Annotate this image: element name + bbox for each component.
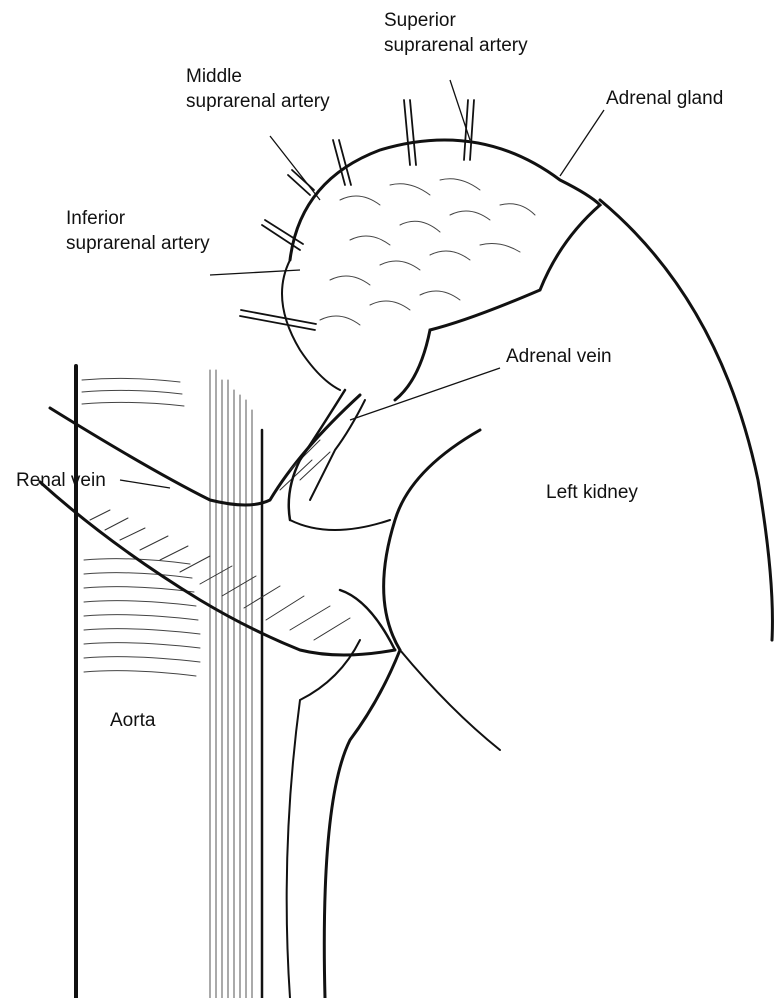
label-adrenal-vein: Adrenal vein [506, 344, 612, 369]
label-superior-suprarenal-artery: Superior suprarenal artery [384, 8, 528, 58]
label-middle-suprarenal-artery: Middle suprarenal artery [186, 64, 330, 114]
label-renal-vein: Renal vein [16, 468, 106, 493]
label-left-kidney: Left kidney [546, 480, 638, 505]
label-aorta: Aorta [110, 708, 155, 733]
label-inferior-suprarenal-artery: Inferior suprarenal artery [66, 206, 210, 256]
label-adrenal-gland: Adrenal gland [606, 86, 723, 111]
